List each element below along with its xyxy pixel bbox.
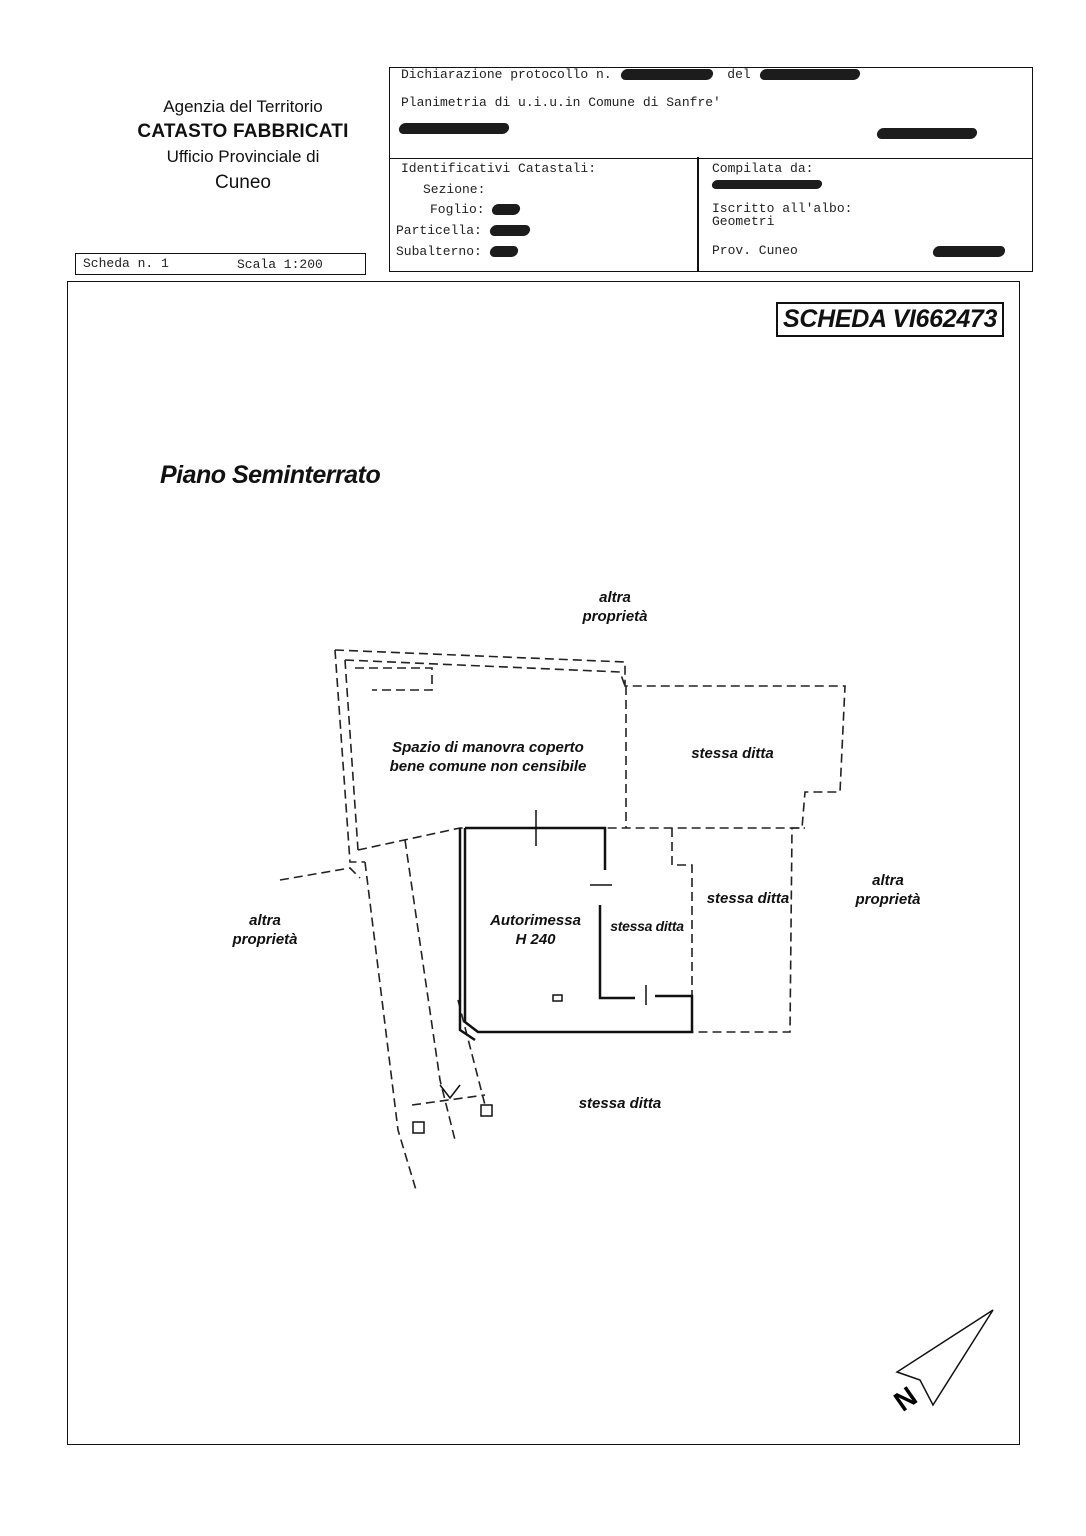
label-spazio-1: Spazio di manovra coperto (392, 739, 584, 756)
post-right (480, 1104, 493, 1117)
label-altra-right: altra proprietà (838, 871, 938, 909)
prov-label: Prov. Cuneo (712, 243, 798, 258)
label-autorimessa-1: Autorimessa (490, 912, 581, 929)
boundary-left-nub (355, 667, 433, 691)
post-left (412, 1121, 425, 1134)
corridor-left (364, 861, 417, 1191)
floor-title: Piano Seminterrato (160, 461, 381, 489)
east-unit (671, 828, 693, 1032)
boundary-left-outer (334, 649, 365, 863)
label-stessa-ditta-mid: stessa ditta (610, 918, 684, 934)
boundary-outer (334, 649, 846, 1033)
dichiarazione-label: Dichiarazione protocollo n. (401, 67, 612, 82)
scheda-strip: Scheda n. 1 Scala 1:200 (75, 253, 366, 275)
boundary-inner-top (344, 659, 626, 687)
cadastral-divider (697, 157, 699, 271)
label-autorimessa: Autorimessa H 240 (478, 911, 593, 949)
garage-walls (463, 828, 694, 1034)
label-altra-left: altra proprietà (215, 911, 315, 949)
subalterno-label: Subalterno: (396, 244, 482, 259)
garage-left-double (458, 828, 476, 1042)
label-stessa-ditta-ne: stessa ditta (691, 745, 774, 762)
label-altra-top-2: proprietà (582, 608, 648, 625)
label-altra-top-1: altra (599, 589, 631, 606)
north-arrow-icon (895, 1309, 994, 1407)
corridor-cross (411, 1094, 486, 1106)
garage-inner-wall (598, 905, 635, 1000)
label-altra-right-1: altra (872, 872, 904, 889)
planimetria-line: Planimetria di u.i.u.in Comune di Sanfre… (401, 95, 721, 110)
label-spazio: Spazio di manovra coperto bene comune no… (368, 738, 608, 776)
albo-value: Geometri (712, 214, 775, 229)
protocol-box: Dichiarazione protocollo n. del Planimet… (389, 67, 1033, 159)
label-stessa-ditta-e: stessa ditta (706, 890, 790, 907)
agency-line-1: Agenzia del Territorio (163, 97, 323, 116)
label-altra-top: altra proprietà (565, 588, 665, 626)
boundary-left-inner (344, 659, 359, 851)
label-autorimessa-2: H 240 (515, 931, 556, 948)
cadastral-box: Identificativi Catastali: Sezione: Fogli… (389, 157, 1033, 272)
sezione-label: Sezione: (423, 182, 486, 197)
particella-row: Particella: (396, 223, 531, 238)
agency-line-2: CATASTO FABBRICATI (137, 121, 349, 142)
divider-spazio-bottom (357, 827, 805, 851)
compilata-title: Compilata da: (712, 161, 814, 176)
label-altra-right-2: proprietà (855, 891, 921, 908)
agency-heading: Agenzia del Territorio CATASTO FABBRICAT… (118, 95, 368, 197)
label-stessa-ditta-s: stessa ditta (578, 1095, 662, 1112)
agency-line-4: Cuneo (215, 172, 271, 193)
scheda-code: SCHEDA VI662473 (776, 302, 1005, 337)
identificativi-title: Identificativi Catastali: (401, 161, 597, 176)
garage-top-wall (465, 826, 607, 870)
particella-label: Particella: (396, 223, 482, 238)
iscritto-label: Iscritto all'albo: (712, 201, 853, 216)
scheda-number: Scheda n. 1 (83, 256, 169, 271)
scheda-scale: Scala 1:200 (237, 257, 323, 272)
foglio-row: Foglio: (430, 202, 522, 217)
altra-left-line (279, 867, 361, 881)
subalterno-row: Subalterno: (396, 244, 519, 259)
drawing-frame (67, 281, 1020, 1445)
north-letter: N (888, 1380, 922, 1417)
agency-line-3: Ufficio Provinciale di (166, 147, 320, 166)
label-spazio-2: bene comune non censibile (389, 758, 587, 775)
foglio-label: Foglio: (430, 202, 485, 217)
corridor-mid (404, 839, 456, 1141)
pillar-small (552, 994, 563, 1002)
label-altra-left-1: altra (249, 912, 281, 929)
label-altra-left-2: proprietà (232, 931, 298, 948)
corridor-right (457, 999, 486, 1106)
protocol-line: Dichiarazione protocollo n. del (401, 67, 862, 82)
del-label: del (727, 67, 751, 82)
gate-arrow (439, 1084, 461, 1100)
